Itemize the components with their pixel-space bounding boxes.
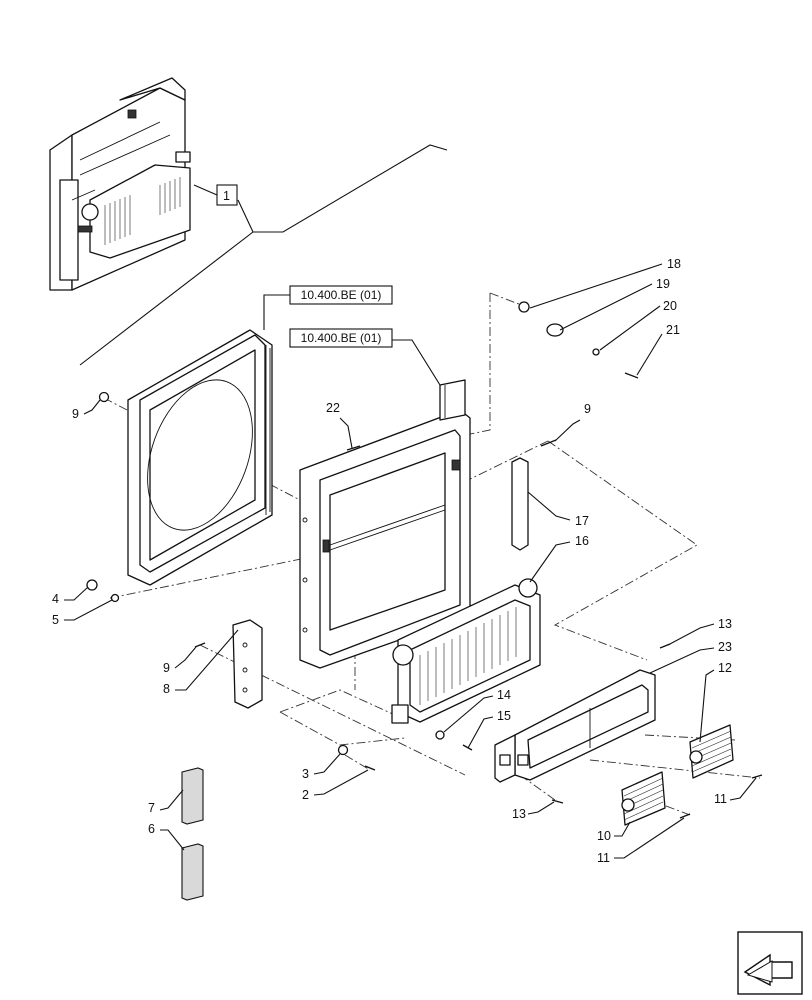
fasteners (86, 301, 763, 819)
callout-11-bottom: 11 (597, 851, 610, 865)
callout-7: 7 (148, 801, 155, 815)
foam-pad-6 (181, 843, 204, 901)
callout-4: 4 (52, 592, 59, 606)
machine-overview-thumbnail (49, 77, 191, 291)
callout-8: 8 (163, 682, 170, 696)
callout-21: 21 (666, 323, 680, 337)
callout-11-right: 11 (714, 792, 727, 806)
overview-cooler-fins (104, 177, 181, 245)
reference-box-top[interactable]: 10.400.BE (01) (289, 285, 393, 305)
callout-14: 14 (497, 688, 511, 702)
callout-1: 1 (223, 189, 230, 203)
reference-text-top: 10.400.BE (01) (301, 288, 382, 302)
side-bracket (232, 619, 263, 709)
callout-1-box (216, 184, 238, 206)
callout-12: 12 (718, 661, 732, 675)
callout-23: 23 (718, 640, 732, 654)
oil-cooler-right (689, 724, 734, 779)
foam-pad-7 (181, 767, 204, 825)
cooler-fins (419, 607, 517, 705)
callout-9-mid: 9 (163, 661, 170, 675)
navigation-arrow-icon[interactable] (737, 931, 803, 995)
oil-cooler-frame (494, 669, 656, 783)
callout-19: 19 (656, 277, 670, 291)
callout-10: 10 (597, 829, 611, 843)
reference-box-mid[interactable]: 10.400.BE (01) (289, 328, 393, 348)
radiator-frame (299, 379, 471, 669)
fan-shroud (127, 329, 273, 586)
callout-22: 22 (326, 401, 340, 415)
callout-16: 16 (575, 534, 589, 548)
callouts: 1 18 19 20 21 22 9 9 17 16 4 5 13 23 12 … (52, 189, 757, 865)
callout-5: 5 (52, 613, 59, 627)
callout-17: 17 (575, 514, 589, 528)
callout-18: 18 (667, 257, 681, 271)
callout-13-bottom: 13 (512, 807, 526, 821)
callout-15: 15 (497, 709, 511, 723)
callout-13-top: 13 (718, 617, 732, 631)
callout-1-leader (79, 144, 448, 366)
callout-20: 20 (663, 299, 677, 313)
callout-6: 6 (148, 822, 155, 836)
seal-plate (511, 457, 529, 551)
callout-9-left: 9 (72, 407, 79, 421)
callout-3: 3 (302, 767, 309, 781)
callout-9-top-right: 9 (584, 402, 591, 416)
charge-air-cooler (391, 578, 541, 724)
callout-2: 2 (302, 788, 309, 802)
reference-text-mid: 10.400.BE (01) (301, 331, 382, 345)
oil-cooler-left (621, 771, 666, 826)
